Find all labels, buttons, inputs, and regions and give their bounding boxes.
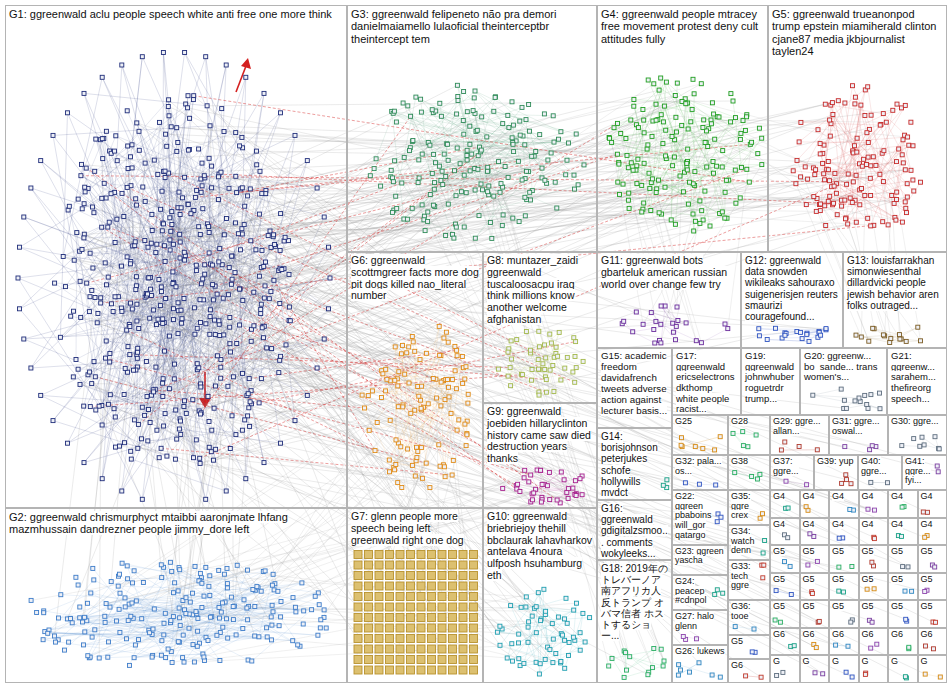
network-canvas: G1: ggreenwald aclu people speech white … xyxy=(0,0,950,688)
